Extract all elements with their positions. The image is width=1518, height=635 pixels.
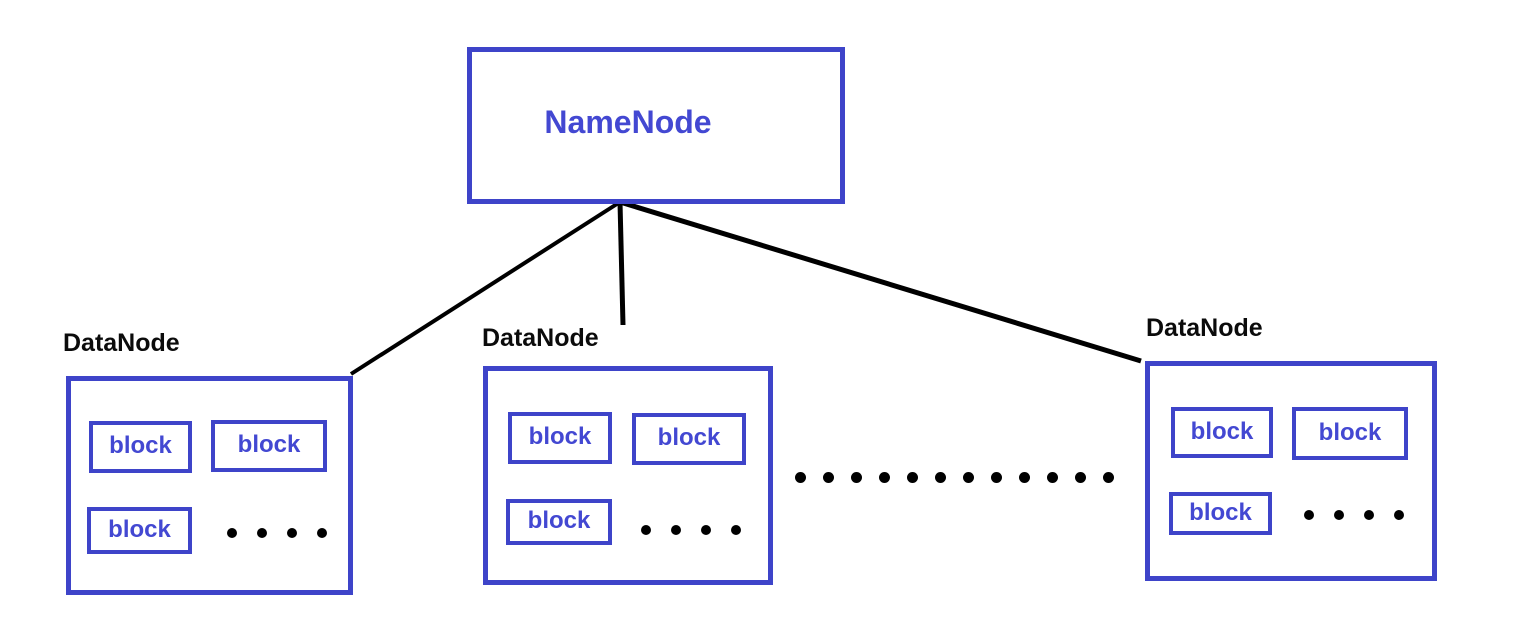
dot [1075,472,1086,483]
datanode-1-block-2: block [211,420,327,472]
namenode-label: NameNode [544,104,712,140]
dot [879,472,890,483]
dot [1304,510,1314,520]
dot [317,528,327,538]
datanode-1-block-3: block [87,507,192,554]
dot [1047,472,1058,483]
dot [641,525,651,535]
dot [257,528,267,538]
datanode-3-more-blocks-ellipsis [1304,510,1404,520]
dot [1364,510,1374,520]
dot [701,525,711,535]
dot [1394,510,1404,520]
dot [671,525,681,535]
dot [1019,472,1030,483]
datanode-1-block-1: block [89,421,192,473]
datanode-2-block-1: block [508,412,612,464]
dot [851,472,862,483]
datanode-3-label: DataNode [1146,314,1263,342]
dot [731,525,741,535]
connector-line-middle [617,201,626,326]
dot [907,472,918,483]
dot [1103,472,1114,483]
datanode-1-box [66,376,353,595]
datanode-2-block-3: block [506,499,612,545]
datanode-3-block-1: block [1171,407,1273,458]
datanode-2-label: DataNode [482,324,599,352]
dot [991,472,1002,483]
datanode-1-label: DataNode [63,329,180,357]
dot [795,472,806,483]
dot [227,528,237,538]
datanode-3-box [1145,361,1437,581]
datanode-2-block-2: block [632,413,746,465]
datanode-2-more-blocks-ellipsis [641,525,741,535]
connector-line-right [619,199,1142,364]
datanode-3-block-2: block [1292,407,1408,460]
datanode-3-block-3: block [1169,492,1272,535]
dot [963,472,974,483]
dot [823,472,834,483]
dot [935,472,946,483]
datanode-1-more-blocks-ellipsis [227,528,327,538]
more-datanodes-ellipsis [795,472,1114,483]
datanode-2-box [483,366,773,585]
namenode-box: NameNode [467,47,845,204]
dot [287,528,297,538]
dot [1334,510,1344,520]
